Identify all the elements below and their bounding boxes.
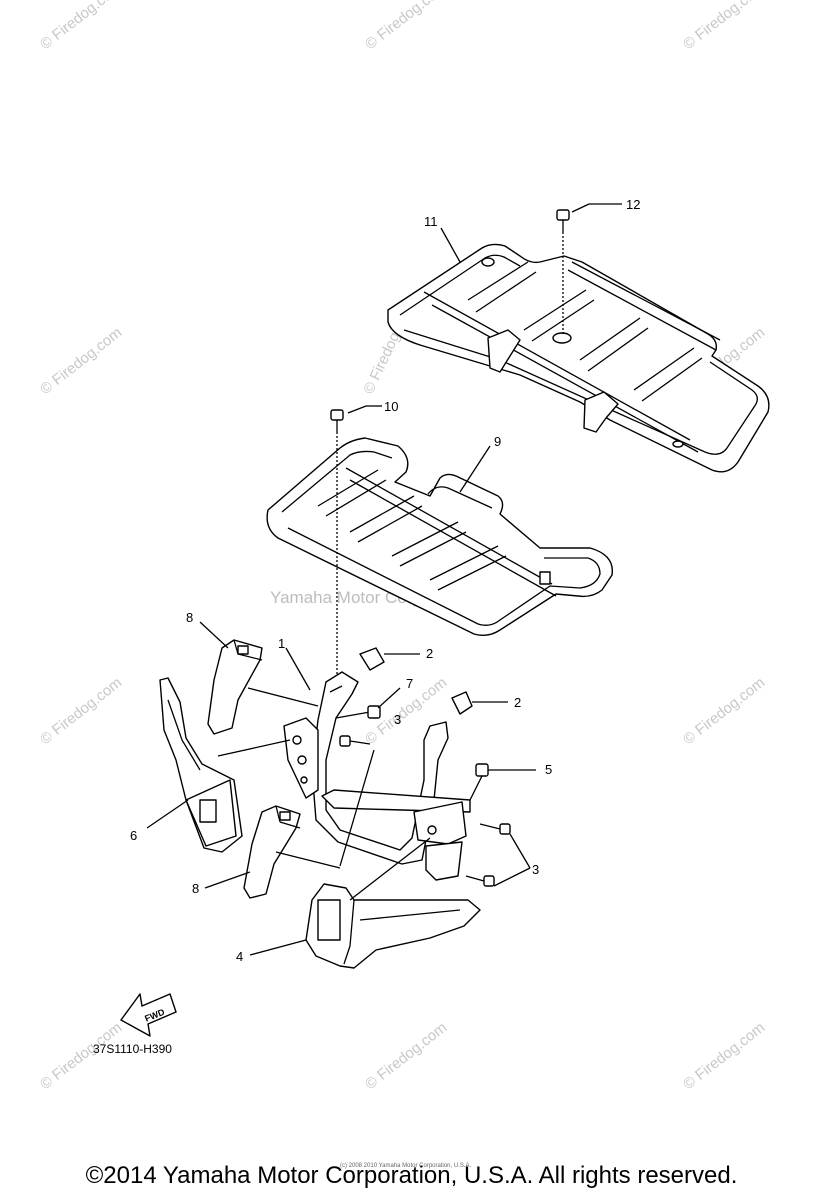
watermark: © Firedog.com [680, 0, 768, 53]
callout-10: 10 [384, 399, 398, 414]
copyright-notice: ©2014 Yamaha Motor Corporation, U.S.A. A… [85, 1162, 738, 1189]
watermark: © Firedog.com [37, 1019, 125, 1093]
watermark: © Firedog.com [37, 324, 125, 398]
rear-carrier-rack [387, 243, 770, 473]
callout-11: 11 [424, 214, 438, 229]
cover-8-lower [243, 805, 301, 899]
watermark: © Firedog.com [362, 0, 450, 53]
bolt-12 [556, 209, 570, 336]
callout-9: 9 [494, 434, 501, 449]
callout-8-lower: 8 [192, 881, 199, 896]
callout-4: 4 [236, 949, 243, 964]
callout-3-lower: 3 [532, 862, 539, 877]
callout-3-upper: 3 [394, 712, 401, 727]
bolt-7 [335, 705, 381, 719]
watermark: © Firedog.com [680, 674, 768, 748]
bolt-3 [339, 735, 511, 887]
watermark: © Firedog.com [37, 674, 125, 748]
callout-2-lower: 2 [514, 695, 521, 710]
callout-1: 1 [278, 636, 285, 651]
guard-frame [283, 671, 471, 881]
front-carrier-rack [266, 437, 614, 637]
watermark: © Firedog.com [680, 1019, 768, 1093]
callout-5: 5 [545, 762, 552, 777]
cover-8-upper [207, 639, 263, 735]
watermark: © Firedog.com [37, 0, 125, 53]
callout-numbers: 12 11 10 9 8 1 2 7 2 3 5 6 3 8 4 [130, 197, 640, 964]
callout-8-upper: 8 [186, 610, 193, 625]
callout-2-upper: 2 [426, 646, 433, 661]
leader-lines [146, 203, 622, 956]
callout-7: 7 [406, 676, 413, 691]
fwd-arrow-icon: FWD [120, 993, 177, 1037]
bolt-10 [330, 409, 344, 680]
side-guard-6 [159, 677, 243, 853]
bolt-5 [469, 763, 489, 801]
tiny-note: (c) 2008 2010 Yamaha Motor Corporation, … [340, 1163, 472, 1169]
callout-12: 12 [626, 197, 640, 212]
diagram-code: 37S1110-H390 [93, 1042, 172, 1056]
callout-6: 6 [130, 828, 137, 843]
watermark: © Firedog.com [362, 1019, 450, 1093]
front-guard-4 [305, 883, 481, 969]
grommet-2 [359, 647, 473, 715]
